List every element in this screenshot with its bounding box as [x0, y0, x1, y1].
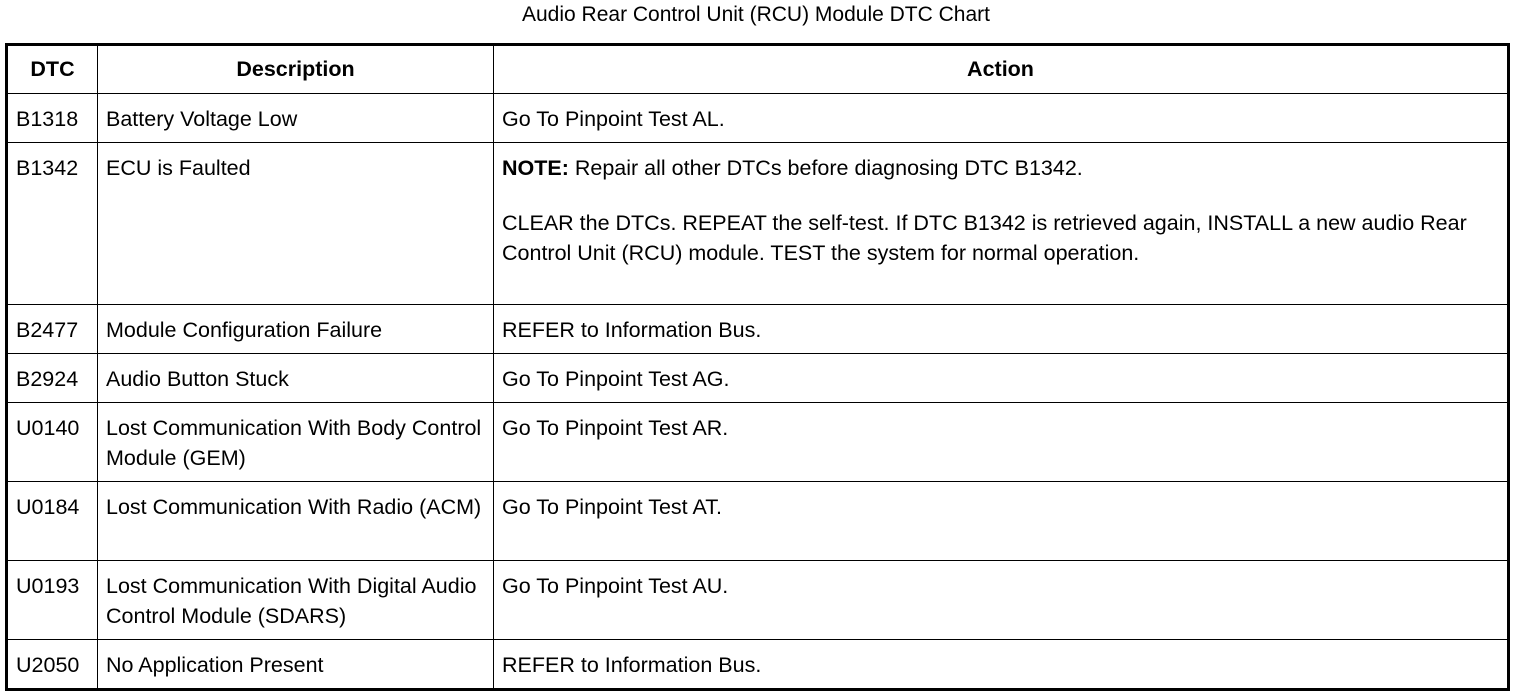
dtc-code: U2050	[6, 639, 98, 690]
table-row: B2924 Audio Button Stuck Go To Pinpoint …	[6, 353, 1509, 403]
dtc-description: Lost Communication With Radio (ACM)	[97, 481, 494, 561]
dtc-description: Audio Button Stuck	[97, 353, 494, 403]
dtc-action: Go To Pinpoint Test AU.	[493, 560, 1509, 640]
table-header: DTC Description Action	[6, 44, 1509, 94]
dtc-description: ECU is Faulted	[97, 142, 494, 305]
dtc-description: Module Configuration Failure	[97, 304, 494, 354]
action-text: CLEAR the DTCs. REPEAT the self-test. If…	[502, 211, 1467, 265]
table-row: U0140 Lost Communication With Body Contr…	[6, 402, 1509, 482]
table-row: U2050 No Application Present REFER to In…	[6, 639, 1509, 690]
dtc-description: Lost Communication With Digital Audio Co…	[97, 560, 494, 640]
dtc-code: B1318	[6, 93, 98, 143]
table-row: B2477 Module Configuration Failure REFER…	[6, 304, 1509, 354]
dtc-code: B2477	[6, 304, 98, 354]
page-title: Audio Rear Control Unit (RCU) Module DTC…	[522, 3, 990, 26]
note-label: NOTE:	[502, 156, 569, 180]
dtc-code: U0184	[6, 481, 98, 561]
column-header-dtc: DTC	[6, 44, 98, 94]
dtc-action: NOTE: Repair all other DTCs before diagn…	[493, 142, 1509, 305]
dtc-action: Go To Pinpoint Test AG.	[493, 353, 1509, 403]
dtc-table: DTC Description Action B1318 Battery Vol…	[5, 43, 1510, 691]
column-header-action: Action	[493, 44, 1509, 94]
dtc-description: No Application Present	[97, 639, 494, 690]
dtc-code: U0140	[6, 402, 98, 482]
table-row: B1318 Battery Voltage Low Go To Pinpoint…	[6, 93, 1509, 143]
dtc-description: Battery Voltage Low	[97, 93, 494, 143]
header-row: DTC Description Action	[6, 44, 1509, 94]
table-row: U0193 Lost Communication With Digital Au…	[6, 560, 1509, 640]
action-note: NOTE: Repair all other DTCs before diagn…	[502, 153, 1499, 183]
column-header-description: Description	[97, 44, 494, 94]
dtc-action: REFER to Information Bus.	[493, 639, 1509, 690]
note-text: Repair all other DTCs before diagnosing …	[568, 156, 1083, 180]
dtc-action: Go To Pinpoint Test AL.	[493, 93, 1509, 143]
dtc-action: Go To Pinpoint Test AT.	[493, 481, 1509, 561]
dtc-description: Lost Communication With Body Control Mod…	[97, 402, 494, 482]
dtc-action: REFER to Information Bus.	[493, 304, 1509, 354]
table-body: B1318 Battery Voltage Low Go To Pinpoint…	[6, 93, 1509, 690]
dtc-code: B2924	[6, 353, 98, 403]
table-row: U0184 Lost Communication With Radio (ACM…	[6, 481, 1509, 561]
dtc-action: Go To Pinpoint Test AR.	[493, 402, 1509, 482]
dtc-code: U0193	[6, 560, 98, 640]
dtc-code: B1342	[6, 142, 98, 305]
table-row: B1342 ECU is Faulted NOTE: Repair all ot…	[6, 142, 1509, 305]
